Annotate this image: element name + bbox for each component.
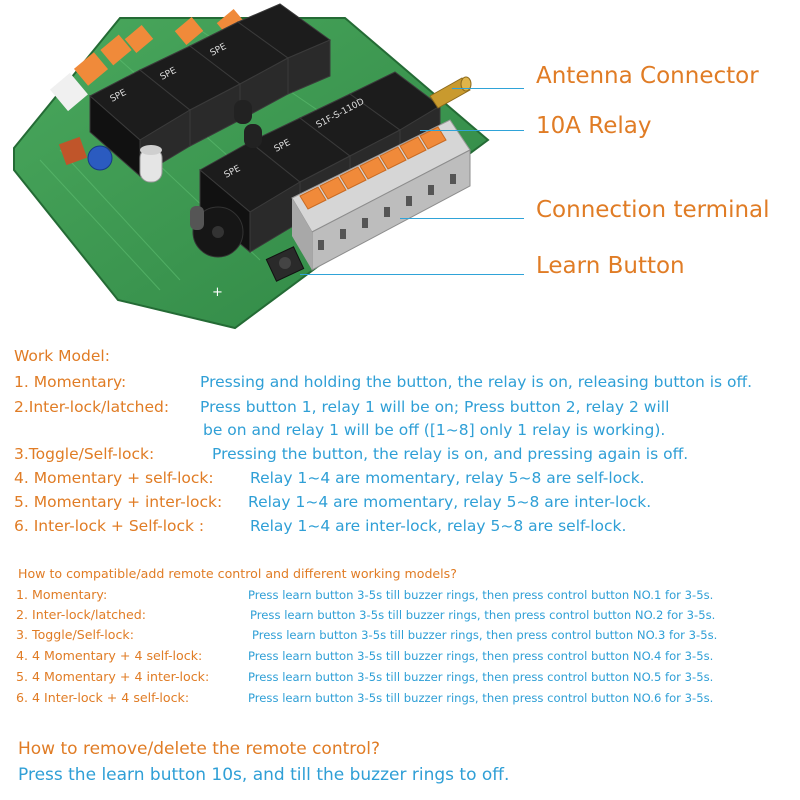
work-model-label: 3.Toggle/Self-lock:	[14, 445, 155, 463]
compat-label: 5. 4 Momentary + 4 inter-lock:	[16, 669, 210, 684]
compat-text: Press learn button 3-5s till buzzer ring…	[248, 649, 714, 663]
work-model-label: 5. Momentary + inter-lock:	[14, 493, 223, 511]
compat-text: Press learn button 3-5s till buzzer ring…	[248, 691, 714, 705]
work-model-text: Relay 1~4 are inter-lock, relay 5~8 are …	[250, 517, 627, 535]
relay-bank-rear	[89, 3, 332, 178]
compat-label: 1. Momentary:	[16, 587, 108, 602]
relay-board-illustration: SPE SPE SPE SPE SPE S1F-S-110D	[13, 3, 490, 330]
antenna-connector-label: Antenna Connector	[536, 63, 759, 89]
learn-callout-line	[300, 274, 524, 275]
compat-label: 2. Inter-lock/latched:	[16, 607, 147, 622]
small-components	[58, 100, 262, 258]
antenna-callout-line	[452, 88, 524, 89]
compat-label: 4. 4 Momentary + 4 self-lock:	[16, 648, 203, 663]
plus-marking: +	[212, 285, 223, 300]
work-model-text: Pressing and holding the button, the rel…	[200, 373, 753, 391]
compat-text: Press learn button 3-5s till buzzer ring…	[252, 628, 718, 642]
antenna-connector	[429, 76, 472, 109]
compat-text: Press learn button 3-5s till buzzer ring…	[248, 588, 714, 602]
work-model-label: 1. Momentary:	[14, 373, 127, 391]
work-model-text: Pressing the button, the relay is on, an…	[212, 445, 689, 463]
terminal-callout-line	[400, 218, 524, 219]
relay-callout-line	[420, 130, 524, 131]
compat-text: Press learn button 3-5s till buzzer ring…	[250, 608, 716, 622]
left-connectors	[50, 9, 246, 112]
work-model-text: Press button 1, relay 1 will be on; Pres…	[200, 398, 670, 416]
compat-label: 6. 4 Inter-lock + 4 self-lock:	[16, 690, 190, 705]
work-model-text: Relay 1~4 are momentary, relay 5~8 are s…	[250, 469, 645, 487]
work-model-heading: Work Model:	[14, 347, 110, 365]
work-model-text: Relay 1~4 are momentary, relay 5~8 are i…	[248, 493, 652, 511]
work-model-label: 4. Momentary + self-lock:	[14, 469, 214, 487]
remove-heading: How to remove/delete the remote control?	[18, 739, 381, 759]
learn-button-component	[265, 246, 305, 282]
compat-label: 3. Toggle/Self-lock:	[16, 627, 134, 642]
relay-label: 10A Relay	[536, 113, 652, 139]
connection-terminal-label: Connection terminal	[536, 197, 770, 223]
compat-heading: How to compatible/add remote control and…	[18, 566, 457, 581]
compat-text: Press learn button 3-5s till buzzer ring…	[248, 670, 714, 684]
work-model-label: 2.Inter-lock/latched:	[14, 398, 170, 416]
work-model-text: be on and relay 1 will be off ([1~8] onl…	[203, 421, 666, 439]
learn-button-label: Learn Button	[536, 253, 685, 279]
remove-text: Press the learn button 10s, and till the…	[18, 765, 510, 785]
work-model-label: 6. Inter-lock + Self-lock :	[14, 517, 205, 535]
